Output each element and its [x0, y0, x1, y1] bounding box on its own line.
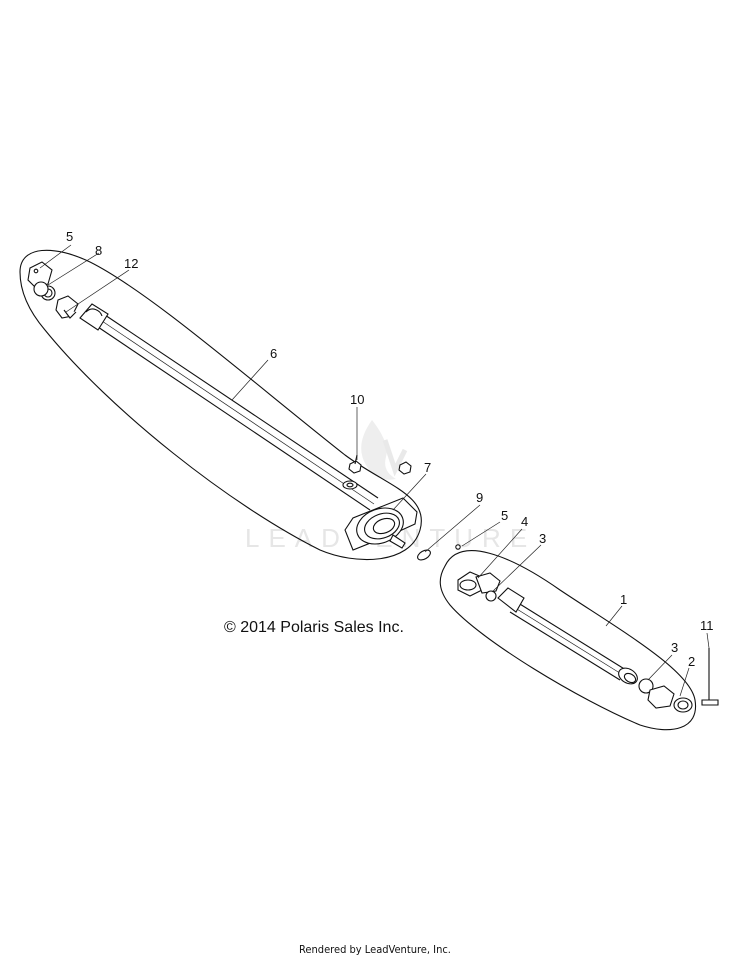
- callout-2: 2: [688, 654, 695, 669]
- rear-shaft: [79, 303, 379, 511]
- group-outline-1: [439, 550, 697, 731]
- callout-12: 12: [124, 256, 138, 271]
- callout-11: 11: [700, 618, 714, 633]
- rear-ujoint-parts: [27, 261, 79, 319]
- pin-11: [701, 648, 719, 706]
- front-ujoint-left: [457, 571, 501, 602]
- callout-5-top: 5: [66, 229, 73, 244]
- front-ujoint-right: [618, 667, 693, 713]
- leader-lines: [39, 244, 710, 697]
- callout-5-bottom: 5: [501, 508, 508, 523]
- callout-8: 8: [95, 243, 102, 258]
- bolts-10: [342, 454, 412, 490]
- footer-credit: Rendered by LeadVenture, Inc.: [299, 943, 451, 956]
- grease-fitting-5: [455, 544, 461, 550]
- callout-7: 7: [424, 460, 431, 475]
- callout-3-upper: 3: [539, 531, 546, 546]
- group-outline-6: [19, 249, 422, 561]
- snap-ring-9: [417, 549, 431, 561]
- callout-10: 10: [350, 392, 364, 407]
- callout-6: 6: [270, 346, 277, 361]
- center-bearing: [344, 497, 418, 551]
- callout-4: 4: [521, 514, 528, 529]
- callout-3-lower: 3: [671, 640, 678, 655]
- callout-9: 9: [476, 490, 483, 505]
- callout-1: 1: [620, 592, 627, 607]
- front-shaft: [497, 587, 627, 681]
- copyright-notice: © 2014 Polaris Sales Inc.: [224, 619, 404, 636]
